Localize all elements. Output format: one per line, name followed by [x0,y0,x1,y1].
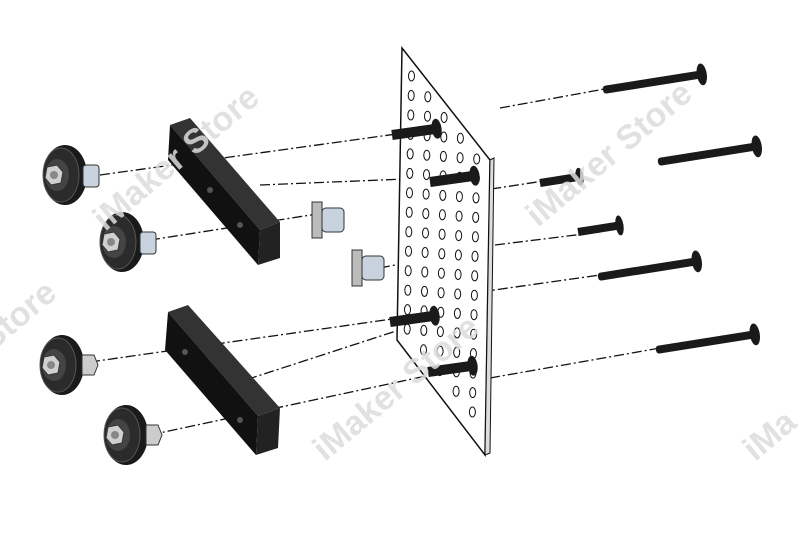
plate-hole [455,210,463,222]
plate-hole [422,227,429,239]
plate-hole [472,211,480,223]
plate-hole [421,247,429,258]
plate-hole [436,326,444,338]
plate-hole [422,208,430,220]
plate-hole [456,132,464,144]
plate-hole [437,287,445,299]
v-wheel [99,211,157,273]
plate-hole [406,148,414,160]
plate-hole [423,169,430,181]
plate-hole [472,192,480,204]
long-bolt [656,134,764,173]
plate-hole [455,191,463,203]
long-bolt [596,249,704,288]
plate-hole [439,189,447,201]
short-bolt [389,305,440,327]
plate-hole [408,70,415,82]
short-screw [577,215,624,236]
short-bolt [391,118,442,140]
plate-hole [424,110,431,122]
plate-hole [403,323,411,335]
plate-hole [454,288,462,300]
plate-hole [404,265,412,277]
plate-hole [454,269,462,280]
short-bolt [429,165,480,187]
svg-text:iMaker Store: iMaker Store [519,74,700,234]
plate-hole [407,109,415,121]
short-bolt [427,355,478,377]
plate-hole [470,309,478,321]
plate-hole [405,245,412,257]
plate-hole [469,387,477,399]
short-screw [539,167,584,187]
spacer-block-bottom [165,305,280,455]
eccentric-spacer [351,249,385,287]
spacer-block-top [168,118,280,265]
v-wheel [39,334,99,396]
plate-hole [455,230,463,242]
plate-hole [454,249,462,261]
mounting-plate [396,45,495,458]
plate-hole [405,226,413,238]
plate-hole [404,284,412,296]
plate-hole [468,406,476,418]
plate-hole [424,91,432,103]
plate-hole [470,328,478,340]
plate-hole [421,285,428,297]
plate-hole [439,150,447,162]
plate-hole [406,167,414,179]
eccentric-spacer [311,201,345,239]
plate-hole [405,206,413,218]
long-bolt [654,322,762,361]
plate-hole [471,250,479,262]
plate-hole [453,307,461,319]
plate-hole [471,270,479,282]
plate-hole [438,209,446,221]
v-wheel [103,404,163,466]
plate-hole [420,344,427,356]
plate-hole [436,345,444,357]
plate-hole [438,228,446,240]
plate-hole [471,231,479,243]
plate-hole [440,131,448,143]
plate-hole [452,385,460,397]
plate-hole [421,266,429,278]
plate-hole [437,267,445,279]
plate-hole [473,153,481,165]
plate-hole [440,112,448,123]
plate-hole [438,248,446,260]
plate-hole [470,289,478,301]
plate-hole [422,188,430,200]
plate-hole [453,327,461,339]
plate-hole [404,304,411,316]
plate-hole [423,149,431,161]
plate-hole [407,90,415,101]
plate-hole [456,152,464,164]
v-wheel [42,144,100,206]
plate-hole [406,187,413,199]
svg-text:iMa: iMa [736,402,805,468]
plate-hole [453,346,461,358]
plate-hole [420,324,428,336]
